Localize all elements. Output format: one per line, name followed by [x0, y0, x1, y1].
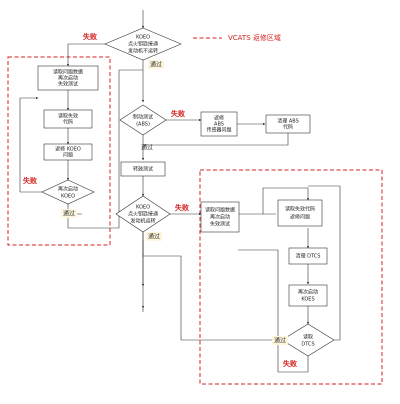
- node-read-fail-code-right: 读取失效代码 返修问题: [277, 199, 323, 227]
- svg-text:读取失效: 读取失效: [58, 113, 78, 120]
- pass-label-3: 通过: [141, 144, 153, 152]
- svg-text:KOEO: KOEO: [61, 194, 75, 200]
- svg-text:再次启动: 再次启动: [58, 75, 78, 82]
- svg-text:问题: 问题: [63, 152, 73, 159]
- svg-text:清理 DTCS: 清理 DTCS: [296, 253, 321, 260]
- legend: VCATS 返修区域: [193, 33, 281, 42]
- fail-label-5: 失败: [283, 359, 297, 368]
- svg-text:失效测试: 失效测试: [58, 81, 78, 88]
- svg-text:代码: 代码: [283, 124, 293, 131]
- svg-text:失效测试: 失效测试: [210, 221, 230, 228]
- svg-text:传感器问题: 传感器问题: [206, 127, 231, 134]
- node-abs-test: 制动测试 (ABS): [119, 104, 167, 136]
- svg-text:发动机不运转: 发动机不运转: [128, 48, 158, 55]
- repair-zone-left: [7, 56, 111, 246]
- node-read-problem-data-right: 读取问题数据 再次启动 失效测试: [200, 201, 240, 233]
- node-koeo-engine-running: KOEO 点火钥匙接通 发动机运转: [115, 195, 171, 233]
- svg-text:读取失效代码: 读取失效代码: [285, 206, 315, 213]
- node-repair-abs-sensor: 返修 ABS 传感器问题: [200, 111, 238, 137]
- svg-text:DTCS: DTCS: [301, 342, 314, 348]
- fail-label-4: 失败: [175, 203, 189, 212]
- node-read-dtcs: 读取 DTCS: [281, 323, 335, 357]
- svg-text:读取问题数据: 读取问题数据: [53, 69, 83, 76]
- svg-text:返修: 返修: [214, 115, 224, 122]
- fail-label-3: 失败: [171, 109, 185, 118]
- node-koeo-engine-off: KOEO 点火钥匙接通 发动机不运转: [104, 27, 182, 61]
- node-restart-koes: 再次启动 KOES: [288, 284, 328, 307]
- svg-text:发动机运转: 发动机运转: [130, 218, 155, 225]
- svg-text:KOEO: KOEO: [136, 35, 150, 41]
- node-drum-test: 转鼓测试: [120, 161, 166, 177]
- flow-labels: 失败 通过 失败 通过 失败 通过 失败 通过 通过 失败: [23, 32, 297, 368]
- svg-text:转鼓测试: 转鼓测试: [133, 166, 153, 173]
- svg-text:制动测试: 制动测试: [133, 114, 153, 121]
- pass-label-2: 通过: [63, 210, 75, 218]
- svg-text:点火钥匙接通: 点火钥匙接通: [128, 41, 158, 48]
- svg-text:读取问题数据: 读取问题数据: [205, 207, 235, 214]
- svg-text:读取: 读取: [303, 334, 313, 341]
- node-clear-abs-code: 清理 ABS 代码: [265, 114, 311, 134]
- node-repair-koeo: 返修 KOEO 问题: [43, 143, 93, 161]
- repair-zone-right: [199, 169, 383, 385]
- pass-label-5: 通过: [274, 337, 286, 345]
- svg-text:再次启动: 再次启动: [58, 186, 78, 193]
- svg-text:返修问题: 返修问题: [290, 214, 310, 221]
- svg-text:KOES: KOES: [301, 297, 314, 303]
- svg-text:KOEO: KOEO: [136, 205, 150, 211]
- connectors: [19, 10, 341, 373]
- svg-text:清理 ABS: 清理 ABS: [277, 118, 299, 125]
- svg-text:返修 KOEO: 返修 KOEO: [55, 146, 81, 153]
- fail-label-2: 失败: [23, 176, 37, 185]
- node-read-problem-data-left: 读取问题数据 再次启动 失效测试: [37, 65, 99, 91]
- fail-label-1: 失败: [83, 32, 97, 41]
- pass-label-4: 通过: [148, 233, 160, 241]
- node-clear-dtcs: 清理 DTCS: [288, 247, 328, 265]
- svg-text:ABS: ABS: [214, 122, 224, 128]
- pass-label-1: 通过: [150, 61, 162, 69]
- svg-text:(ABS): (ABS): [136, 122, 150, 128]
- svg-text:代码: 代码: [63, 119, 73, 126]
- legend-label: VCATS 返修区域: [228, 33, 281, 42]
- svg-text:点火钥匙接通: 点火钥匙接通: [128, 211, 158, 218]
- node-read-fail-code-left: 读取失效 代码: [43, 109, 93, 129]
- node-restart-koeo-left: 再次启动 KOEO: [41, 179, 95, 205]
- svg-text:再次启动: 再次启动: [298, 289, 318, 296]
- svg-text:再次启动: 再次启动: [210, 214, 230, 221]
